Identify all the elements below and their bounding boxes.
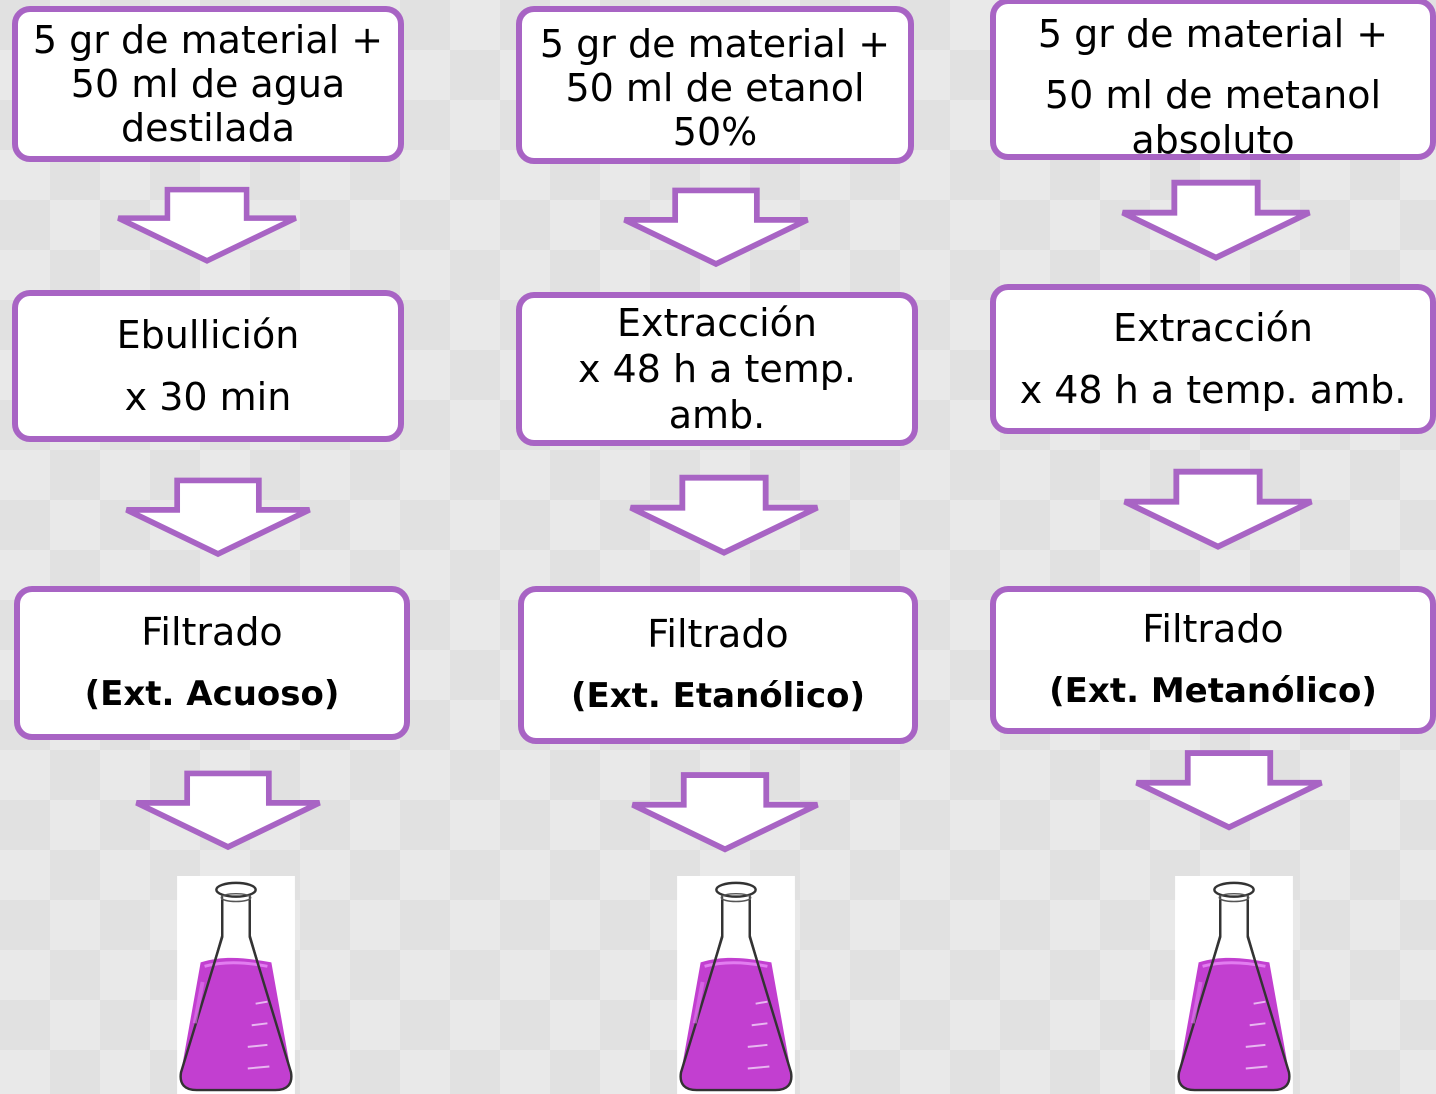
- step-box-col1-sample: 5 gr de material + 50 ml de agua destila…: [12, 6, 404, 162]
- step-box-col1-process: Ebullición x 30 min: [12, 290, 404, 442]
- step-text-line: 5 gr de material +: [1037, 12, 1389, 56]
- step-text-line: destilada: [120, 106, 295, 150]
- down-arrow-icon: [624, 468, 824, 564]
- step-text-line: x 48 h a temp. amb.: [1019, 368, 1407, 412]
- step-text-line: 50 ml de agua: [70, 62, 346, 106]
- step-text-line: Filtrado: [647, 612, 789, 656]
- extract-name: (Ext. Metanólico): [1049, 671, 1377, 711]
- down-arrow-icon: [112, 182, 302, 270]
- step-text-line: Filtrado: [141, 610, 283, 654]
- step-text-line: Filtrado: [1142, 607, 1284, 651]
- down-arrow-icon: [618, 182, 814, 274]
- step-text-line: 50%: [672, 110, 758, 154]
- step-text-line: x 30 min: [124, 375, 292, 419]
- down-arrow-icon: [1118, 460, 1318, 560]
- step-box-col3-process: Extracción x 48 h a temp. amb.: [990, 284, 1436, 434]
- down-arrow-icon: [626, 764, 824, 862]
- step-box-col3-sample: 5 gr de material + 50 ml de metanol abso…: [990, 0, 1436, 160]
- step-text-line: Ebullición: [116, 313, 300, 357]
- down-arrow-icon: [120, 470, 316, 566]
- step-box-col1-filtrate: Filtrado (Ext. Acuoso): [14, 586, 410, 740]
- step-text-line: x 48 h a temp.: [577, 347, 857, 391]
- erlenmeyer-flask-icon: [176, 876, 296, 1094]
- step-text-line: Extracción: [617, 301, 817, 345]
- step-text-line: 5 gr de material +: [32, 18, 384, 62]
- step-text-line: Extracción: [1113, 306, 1313, 350]
- step-box-col2-process: Extracción x 48 h a temp. amb.: [516, 292, 918, 446]
- step-box-col3-filtrate: Filtrado (Ext. Metanólico): [990, 586, 1436, 734]
- extract-name: (Ext. Acuoso): [84, 674, 340, 714]
- step-text-line: 50 ml de metanol: [1044, 73, 1382, 117]
- step-text-line: absoluto: [1131, 118, 1295, 160]
- step-text-line: amb.: [668, 393, 766, 437]
- step-text-line: 5 gr de material +: [539, 22, 891, 66]
- step-box-col2-filtrate: Filtrado (Ext. Etanólico): [518, 586, 918, 744]
- down-arrow-icon: [1116, 178, 1316, 264]
- erlenmeyer-flask-icon: [676, 876, 796, 1094]
- step-text-line: 50 ml de etanol: [565, 66, 865, 110]
- down-arrow-icon: [130, 762, 326, 860]
- down-arrow-icon: [1130, 742, 1328, 840]
- erlenmeyer-flask-icon: [1174, 876, 1294, 1094]
- step-box-col2-sample: 5 gr de material + 50 ml de etanol 50%: [516, 6, 914, 164]
- extract-name: (Ext. Etanólico): [570, 676, 866, 716]
